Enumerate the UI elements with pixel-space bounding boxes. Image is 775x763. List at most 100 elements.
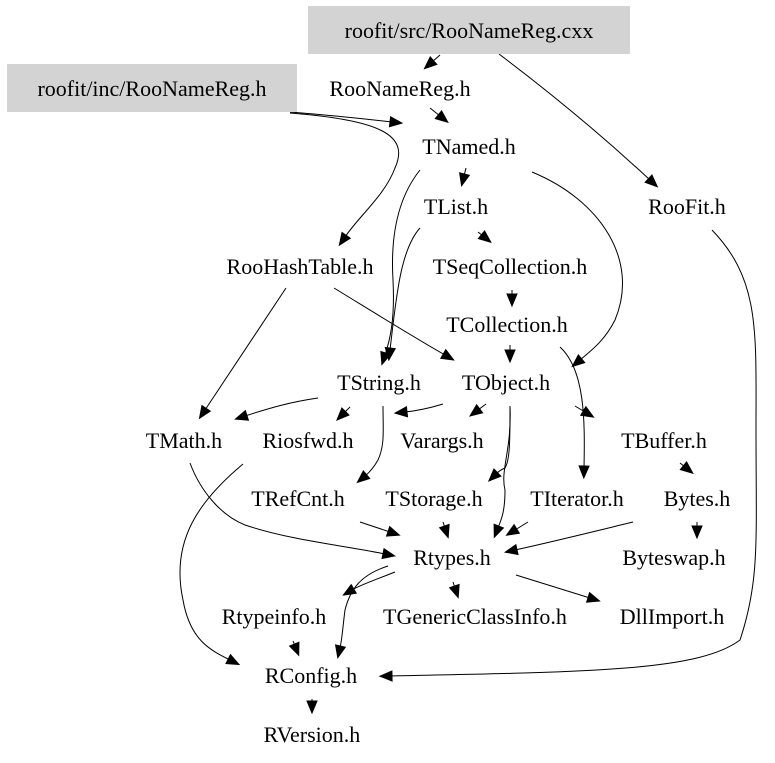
node-bytes-h[interactable]: Bytes.h [664, 486, 731, 511]
edge-line [404, 403, 444, 413]
node-label: TBuffer.h [621, 428, 707, 453]
edge-tmath_h-to-rtypes_h [189, 462, 397, 560]
node-label: Byteswap.h [622, 545, 725, 570]
node-roohashtable-h[interactable]: RooHashTable.h [227, 254, 374, 279]
node-riosfwd-h[interactable]: Riosfwd.h [262, 428, 353, 453]
node-inc-roonamereg-h[interactable]: roofit/inc/RooNameReg.h [7, 64, 297, 112]
arrowhead-icon [381, 547, 397, 560]
node-label: RVersion.h [264, 722, 361, 747]
edge-line [333, 287, 446, 356]
edge-src_roonamereg_cxx-to-roonamereg_h [423, 54, 441, 70]
node-label: TSeqCollection.h [433, 254, 588, 279]
node-tobject-h[interactable]: TObject.h [462, 370, 550, 395]
arrowhead-icon [585, 591, 601, 603]
node-highlight-box [308, 6, 630, 54]
arrowhead-icon [571, 353, 586, 368]
node-label: DllImport.h [620, 604, 725, 629]
node-rconfig-h[interactable]: RConfig.h [265, 663, 357, 688]
edge-rconfig_h-to-rversion_h [306, 699, 318, 715]
edge-tnamed_h-to-tstring_h [380, 169, 421, 366]
arrowhead-icon [503, 543, 519, 556]
node-tcollection-h[interactable]: TCollection.h [446, 312, 568, 337]
edge-tnamed_h-to-tlist_h [459, 167, 471, 187]
edge-line [384, 169, 421, 356]
arrowhead-icon [338, 231, 352, 247]
edge-rtypes_h-to-rtypeinfo_h [342, 571, 396, 596]
arrowhead-icon [393, 406, 409, 418]
node-titerator-h[interactable]: TIterator.h [530, 486, 623, 511]
node-tstorage-h[interactable]: TStorage.h [385, 486, 482, 511]
edge-tobject_h-to-varargs_h [468, 403, 487, 417]
edge-inc_roonamereg_h-to-tnamed_h [289, 111, 404, 128]
arrowhead-icon [504, 349, 516, 364]
node-varargs-h[interactable]: Varargs.h [400, 428, 483, 453]
edge-trefcnt_h-to-rtypes_h [359, 521, 401, 537]
edge-line [289, 112, 400, 238]
node-roofit-h[interactable]: RooFit.h [648, 194, 726, 219]
edge-rtypes_h-to-rconfig_h [334, 565, 389, 660]
edge-tobject_h-to-rtypes_h [493, 405, 511, 539]
node-label: RooNameReg.h [329, 76, 470, 101]
node-label: TNamed.h [422, 134, 515, 159]
edge-line [389, 227, 421, 351]
edge-tseqcollection_h-to-tcollection_h [506, 290, 518, 308]
arrowhead-icon [385, 525, 401, 537]
node-label: roofit/src/RooNameReg.cxx [345, 18, 594, 43]
edge-tnamed_h-to-tbuffer_h [531, 171, 623, 368]
edge-roonamereg_h-to-tnamed_h [429, 107, 449, 124]
node-label: Riosfwd.h [262, 428, 353, 453]
node-tstring-h[interactable]: TString.h [337, 370, 421, 395]
node-label: TObject.h [462, 370, 550, 395]
arrowhead-icon [578, 465, 590, 480]
edge-line [189, 462, 386, 555]
node-dllimport-h[interactable]: DllImport.h [620, 604, 725, 629]
edge-line [514, 521, 634, 551]
node-byteswap-h[interactable]: Byteswap.h [622, 545, 725, 570]
node-trefcnt-h[interactable]: TRefCnt.h [251, 486, 345, 511]
edge-line [498, 53, 651, 181]
edge-line [389, 229, 757, 677]
arrowhead-icon [477, 229, 492, 244]
node-tbuffer-h[interactable]: TBuffer.h [621, 428, 707, 453]
edge-tcollection_h-to-tobject_h [504, 345, 516, 364]
node-rversion-h[interactable]: RVersion.h [264, 722, 361, 747]
arrowhead-icon [434, 109, 449, 124]
arrowhead-icon [644, 174, 659, 188]
arrowhead-icon [288, 641, 300, 657]
arrowhead-icon [198, 404, 212, 420]
node-label: Bytes.h [664, 486, 731, 511]
edge-rtypes_h-to-tgenericclassinfo_h [448, 581, 460, 599]
arrowhead-icon [468, 403, 484, 417]
edge-inc_roonamereg_h-to-roohashtable_h [289, 112, 400, 247]
arrowhead-icon [336, 407, 350, 421]
node-label: TString.h [337, 370, 421, 395]
node-roonamereg-h[interactable]: RooNameReg.h [329, 76, 470, 101]
arrowhead-icon [505, 523, 521, 536]
edge-tstring_h-to-trefcnt_h [356, 405, 384, 484]
edge-roohashtable_h-to-tmath_h [198, 287, 287, 420]
node-label: TIterator.h [530, 486, 623, 511]
node-tlist-h[interactable]: TList.h [424, 194, 488, 219]
arrowhead-icon [487, 468, 502, 482]
node-src-roonamereg-cxx[interactable]: roofit/src/RooNameReg.cxx [308, 6, 630, 54]
edge-roohashtable_h-to-tobject_h [333, 287, 455, 361]
edge-titerator_h-to-rtypes_h [505, 521, 529, 536]
node-tseqcollection-h[interactable]: TSeqCollection.h [433, 254, 588, 279]
node-highlight-box [7, 64, 297, 112]
edge-line [244, 397, 319, 417]
node-rtypes-h[interactable]: Rtypes.h [413, 545, 491, 570]
edge-riosfwd_h-to-rconfig_h [179, 463, 244, 666]
node-rtypeinfo-h[interactable]: Rtypeinfo.h [222, 604, 327, 629]
edge-tcollection_h-to-titerator_h [559, 346, 590, 480]
node-tnamed-h[interactable]: TNamed.h [422, 134, 515, 159]
edge-line [179, 463, 244, 661]
edge-rtypeinfo_h-to-rconfig_h [288, 640, 300, 657]
edges-layer [179, 53, 757, 715]
arrowhead-icon [388, 116, 404, 128]
node-tmath-h[interactable]: TMath.h [146, 428, 222, 453]
edge-tlist_h-to-tseqcollection_h [477, 229, 492, 244]
edge-roofit_h-to-rconfig_h [378, 229, 757, 682]
node-tgenericclassinfo-h[interactable]: TGenericClassInfo.h [383, 604, 567, 629]
arrowhead-icon [439, 348, 455, 361]
edge-tobject_h-to-riosfwd_h [393, 403, 444, 418]
